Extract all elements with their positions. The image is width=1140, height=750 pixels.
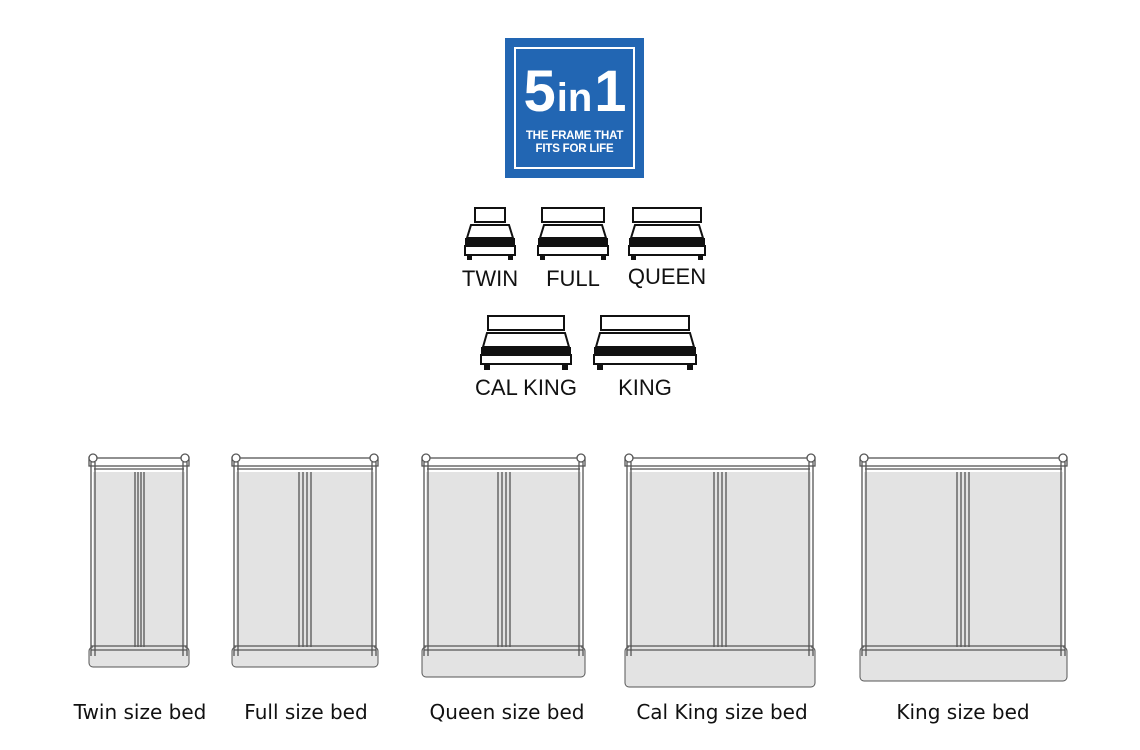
five-in-one-badge: 5in1 THE FRAME THAT FITS FOR LIFE (505, 38, 644, 178)
badge-number-right: 1 (594, 59, 626, 124)
twin-bed-icon (462, 205, 518, 261)
queen-frame-label: Queen size bed (429, 700, 585, 724)
cal-king-frame-label: Cal King size bed (636, 700, 808, 724)
twin-frame-label: Twin size bed (73, 700, 207, 724)
full-frame-label: Full size bed (244, 700, 368, 724)
full-frame-diagram (229, 452, 383, 670)
king-frame-diagram (857, 452, 1071, 684)
badge-border: 5in1 THE FRAME THAT FITS FOR LIFE (514, 47, 635, 169)
badge-tagline: THE FRAME THAT FITS FOR LIFE (516, 130, 633, 156)
king-icon-label: KING (618, 375, 672, 400)
cal-king-frame-diagram (622, 452, 820, 690)
cal-king-bed-icon (478, 313, 574, 371)
twin-icon-label: TWIN (461, 266, 519, 291)
badge-tagline-line1: THE FRAME THAT (525, 130, 624, 142)
king-frame-label: King size bed (896, 700, 1030, 724)
full-bed-icon (535, 205, 611, 261)
queen-frame-diagram (419, 452, 589, 680)
badge-title: 5in1 (516, 63, 633, 121)
full-icon-label: FULL (546, 266, 600, 291)
badge-word: in (556, 76, 593, 120)
cal-king-icon-label: CAL KING (475, 375, 577, 400)
queen-bed-icon (626, 205, 708, 261)
badge-number-left: 5 (523, 59, 555, 124)
twin-frame-diagram (86, 452, 194, 670)
king-bed-icon (591, 313, 699, 371)
badge-tagline-line2: FITS FOR LIFE (535, 143, 614, 155)
queen-icon-label: QUEEN (627, 264, 707, 289)
